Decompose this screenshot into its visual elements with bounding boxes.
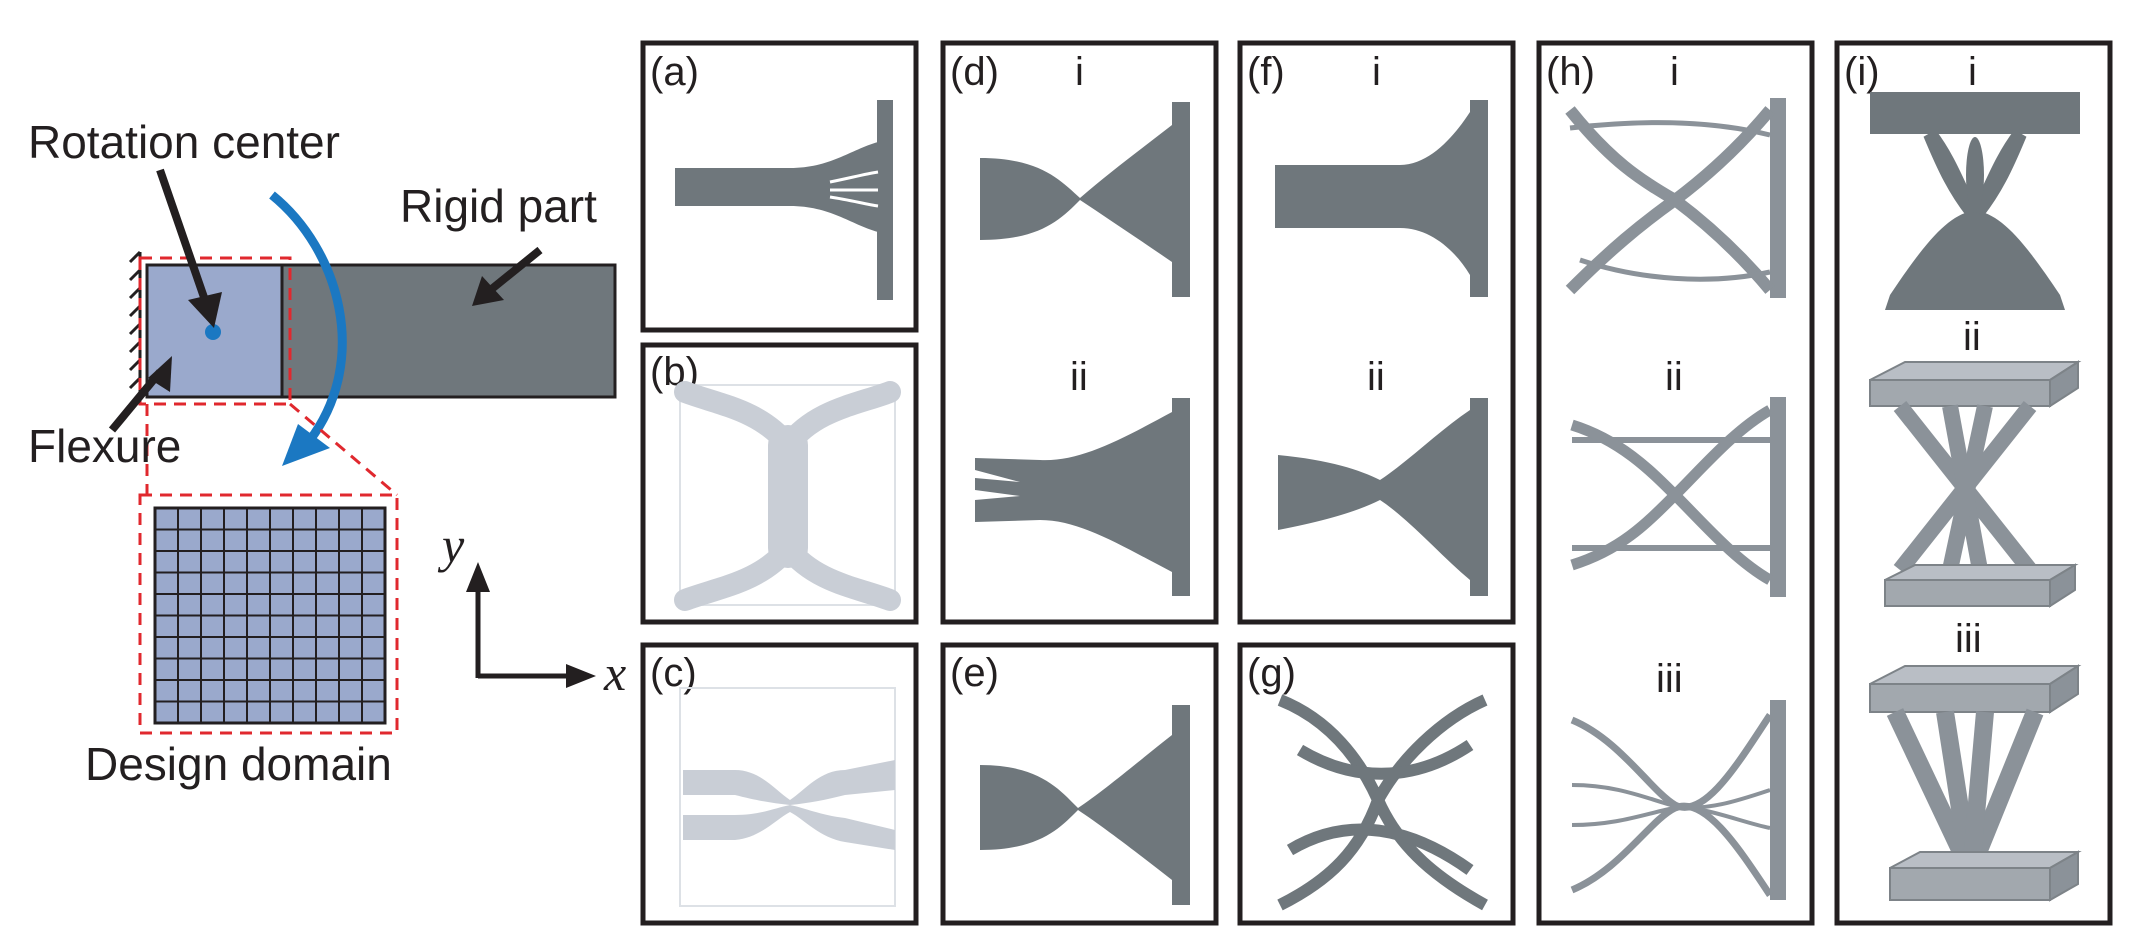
topology-e — [980, 705, 1190, 905]
rotation-arrow — [269, 191, 347, 443]
panel-f-frame — [1237, 40, 1516, 625]
panel-d-sub-ii: ii — [1070, 355, 1088, 399]
panel-a-frame — [640, 40, 919, 333]
panel-a-label: (a) — [650, 50, 699, 94]
panel-g-label: (g) — [1247, 651, 1296, 695]
topology-b — [674, 381, 901, 611]
panel-h-sub-iii: iii — [1656, 657, 1683, 701]
rigid-part-label: Rigid part — [400, 180, 597, 232]
design-domain-dashed-box — [138, 493, 399, 735]
topology-f-i — [1275, 100, 1488, 297]
panel-g-frame — [1237, 642, 1516, 926]
panel-b-frame — [640, 342, 919, 625]
zoom-line-right — [289, 402, 398, 497]
panel-d-sub-i: i — [1075, 50, 1084, 94]
topology-g — [1277, 694, 1488, 911]
schematic: y x Rotation center Rigid part Flexure D… — [28, 116, 626, 790]
panel-c-frame — [640, 642, 919, 926]
topology-h-iii — [1570, 700, 1786, 900]
panel-h-label: (h) — [1546, 50, 1595, 94]
panel-h-sub-i: i — [1670, 50, 1679, 94]
panel-f-label: (f) — [1247, 50, 1285, 94]
rotation-center-label: Rotation center — [28, 116, 340, 168]
panel-f-sub-ii: ii — [1367, 355, 1385, 399]
flexure-label: Flexure — [28, 420, 181, 472]
topology-h-i — [1565, 98, 1786, 298]
design-domain-label: Design domain — [85, 738, 392, 790]
panel-i-sub-ii: ii — [1963, 315, 1981, 359]
axis-y-label: y — [437, 517, 465, 573]
axis-x-label: x — [603, 645, 626, 701]
topology-i-i — [1870, 92, 2080, 310]
topology-i-ii — [1869, 360, 2082, 608]
panel-e-frame — [940, 642, 1219, 926]
panel-i-sub-i: i — [1968, 50, 1977, 94]
rotation-center-dot — [205, 324, 221, 340]
topology-d-ii — [975, 398, 1190, 596]
panel-d-label: (d) — [950, 50, 999, 94]
panel-i-frame — [1834, 40, 2113, 926]
coordinate-axes — [466, 562, 596, 688]
topology-h-ii — [1570, 397, 1786, 597]
flexure-dashed-box — [138, 256, 292, 406]
panel-f-sub-i: i — [1372, 50, 1381, 94]
topology-i-iii — [1869, 664, 2082, 902]
panel-h-sub-ii: ii — [1665, 355, 1683, 399]
panel-h-frame — [1536, 40, 1815, 926]
topology-c — [679, 687, 896, 907]
topology-d-i — [980, 102, 1190, 297]
panel-e-label: (e) — [950, 651, 999, 695]
panel-i-label: (i) — [1844, 50, 1880, 94]
panel-d-frame — [940, 40, 1219, 625]
panel-i-sub-iii: iii — [1955, 617, 1982, 661]
rotation-arrow-head — [282, 424, 330, 466]
topology-f-ii — [1278, 398, 1488, 596]
topology-a — [675, 100, 893, 300]
design-domain-grid — [153, 506, 387, 725]
leader-arrows — [108, 168, 543, 433]
